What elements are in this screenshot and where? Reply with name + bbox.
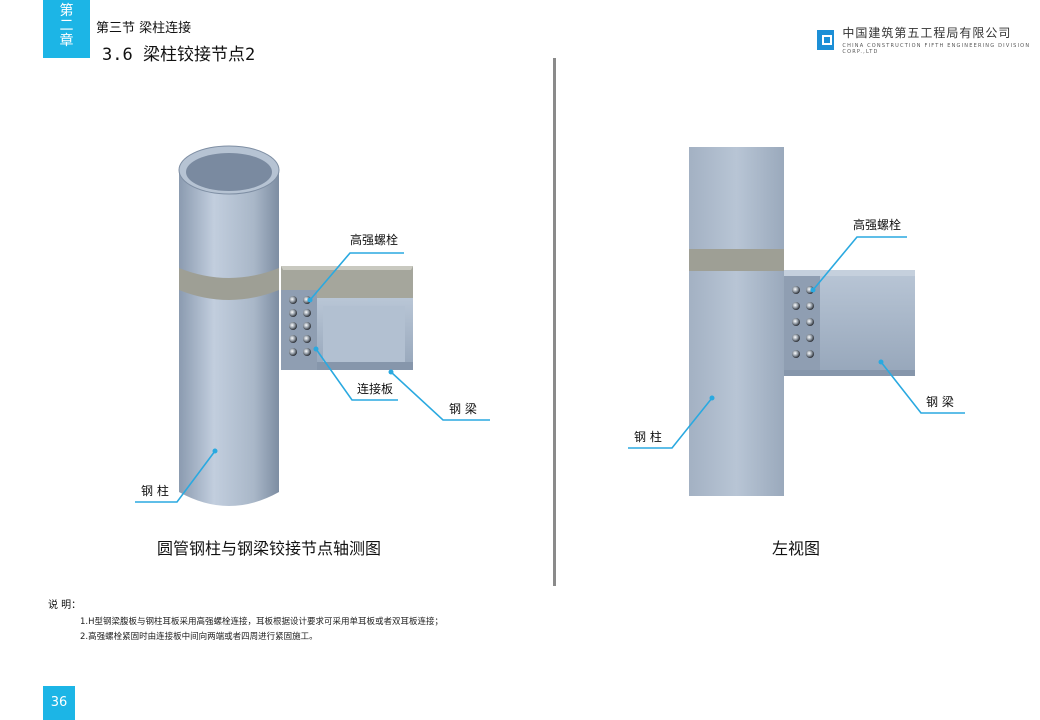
company-logo: 中国建筑第五工程局有限公司 CHINA CONSTRUCTION FIFTH E…	[817, 24, 1040, 55]
cscec-logo-icon	[817, 29, 835, 50]
chapter-tab: 第 二 章	[43, 0, 90, 58]
caption-side-view: 左视图	[772, 539, 821, 558]
callout-lines-right	[628, 236, 965, 449]
label-bolt-right: 高强螺栓	[853, 218, 902, 232]
steel-column-side	[689, 147, 784, 496]
high-strength-bolts-side	[792, 286, 814, 358]
section-label: 第三节 梁柱连接	[96, 21, 192, 36]
company-name-cn: 中国建筑第五工程局有限公司	[842, 26, 1012, 40]
label-plate-left: 连接板	[357, 382, 394, 396]
note-item-1: 1.H型钢梁腹板与钢柱耳板采用高强螺栓连接，耳板根据设计要求可采用单耳板或者双耳…	[80, 617, 444, 627]
view-divider	[553, 58, 556, 586]
callout-lines-left	[135, 252, 490, 503]
page-number: 36	[43, 686, 75, 720]
chapter-char-1: 第	[59, 3, 74, 19]
column-weld-band	[179, 268, 279, 300]
label-beam-right: 钢 梁	[926, 395, 954, 409]
chapter-char-2: 二	[59, 18, 74, 34]
column-weld-band-side	[689, 249, 784, 271]
note-item-2: 2.高强螺栓紧固时由连接板中间向两端或者四周进行紧固施工。	[80, 632, 318, 642]
chapter-char-3: 章	[59, 33, 74, 49]
high-strength-bolts	[289, 296, 311, 356]
column-top-opening	[186, 153, 272, 191]
label-beam-left: 钢 梁	[449, 402, 477, 416]
steel-column-tube	[179, 170, 279, 506]
isometric-view	[135, 145, 490, 506]
page-title: 3.6 梁柱铰接节点2	[102, 45, 256, 65]
left-side-view	[628, 147, 965, 496]
company-name-en: CHINA CONSTRUCTION FIFTH ENGINEERING DIV…	[842, 43, 1031, 55]
notes-heading: 说 明：	[48, 600, 82, 611]
steel-beam-side	[820, 270, 915, 376]
connection-plate	[281, 290, 317, 370]
label-column-right: 钢 柱	[634, 430, 662, 444]
label-bolt-left: 高强螺栓	[350, 233, 399, 247]
caption-isometric: 圆管钢柱与钢梁铰接节点轴测图	[157, 539, 382, 558]
label-column-left: 钢 柱	[141, 484, 169, 498]
